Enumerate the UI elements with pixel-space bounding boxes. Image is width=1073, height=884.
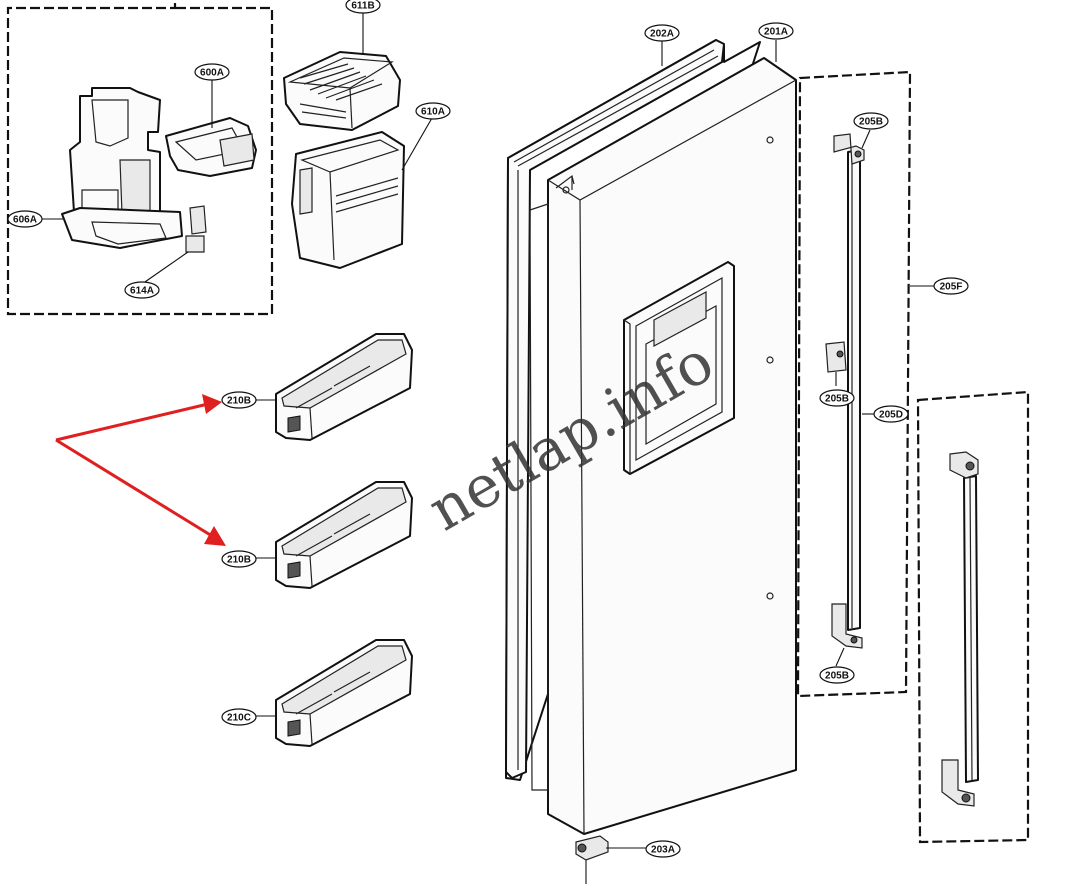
- svg-text:203A: 203A: [651, 845, 675, 856]
- svg-text:614A: 614A: [130, 286, 154, 297]
- part-205F-handle-assembly: [796, 70, 934, 698]
- arrowhead-middle: [204, 526, 226, 546]
- part-202A-gasket: [505, 39, 761, 781]
- svg-text:606A: 606A: [13, 215, 37, 226]
- svg-text:202A: 202A: [650, 29, 674, 40]
- label-210B-middle: 210B: [221, 550, 257, 568]
- label-205F: 205F: [933, 277, 969, 295]
- svg-text:205B: 205B: [859, 117, 883, 128]
- part-610A-ice-bucket: [291, 117, 433, 269]
- label-201A: 201A: [758, 22, 794, 40]
- label-606A: 606A: [7, 210, 43, 228]
- svg-text:210B: 210B: [227, 555, 251, 566]
- handle-assembly-right: [916, 390, 1030, 844]
- ice-maker-assembly: [6, 3, 274, 316]
- arrow-to-middle-bin: [55, 438, 213, 538]
- svg-text:205B: 205B: [825, 671, 849, 682]
- svg-text:610A: 610A: [421, 107, 445, 118]
- svg-text:611B: 611B: [351, 1, 374, 12]
- label-611B: 611B: [345, 0, 381, 14]
- svg-text:210C: 210C: [227, 713, 251, 724]
- door-bin-210B-top: [255, 333, 413, 441]
- red-arrows: [55, 394, 226, 546]
- door-bin-210C: [255, 639, 413, 747]
- label-205D: 205D: [873, 405, 909, 423]
- label-205B-bottom: 205B: [819, 666, 855, 684]
- arrowhead-upper: [202, 394, 222, 414]
- arrow-to-upper-bin: [55, 402, 209, 442]
- label-210C: 210C: [221, 708, 257, 726]
- part-201A-door-panel: [529, 40, 797, 835]
- label-610A: 610A: [415, 102, 451, 120]
- label-614A: 614A: [124, 281, 160, 299]
- label-203A: 203A: [645, 840, 681, 858]
- door-bin-210B-middle: [255, 481, 413, 589]
- part-611B-cover: [283, 12, 401, 131]
- label-202A: 202A: [644, 24, 680, 42]
- label-205B-top: 205B: [853, 112, 889, 130]
- part-203A-hinge: [575, 835, 646, 884]
- part-labels: 611B 600A 610A 606A 614A 202A 201A 205B: [7, 0, 969, 858]
- label-205B-middle: 205B: [819, 389, 855, 407]
- svg-text:201A: 201A: [764, 27, 788, 38]
- label-210B-top: 210B: [221, 391, 257, 409]
- svg-text:600A: 600A: [200, 68, 224, 79]
- svg-text:210B: 210B: [227, 396, 251, 407]
- svg-text:205F: 205F: [940, 282, 963, 293]
- label-600A: 600A: [194, 63, 230, 81]
- svg-text:205D: 205D: [879, 410, 903, 421]
- svg-text:205B: 205B: [825, 394, 849, 405]
